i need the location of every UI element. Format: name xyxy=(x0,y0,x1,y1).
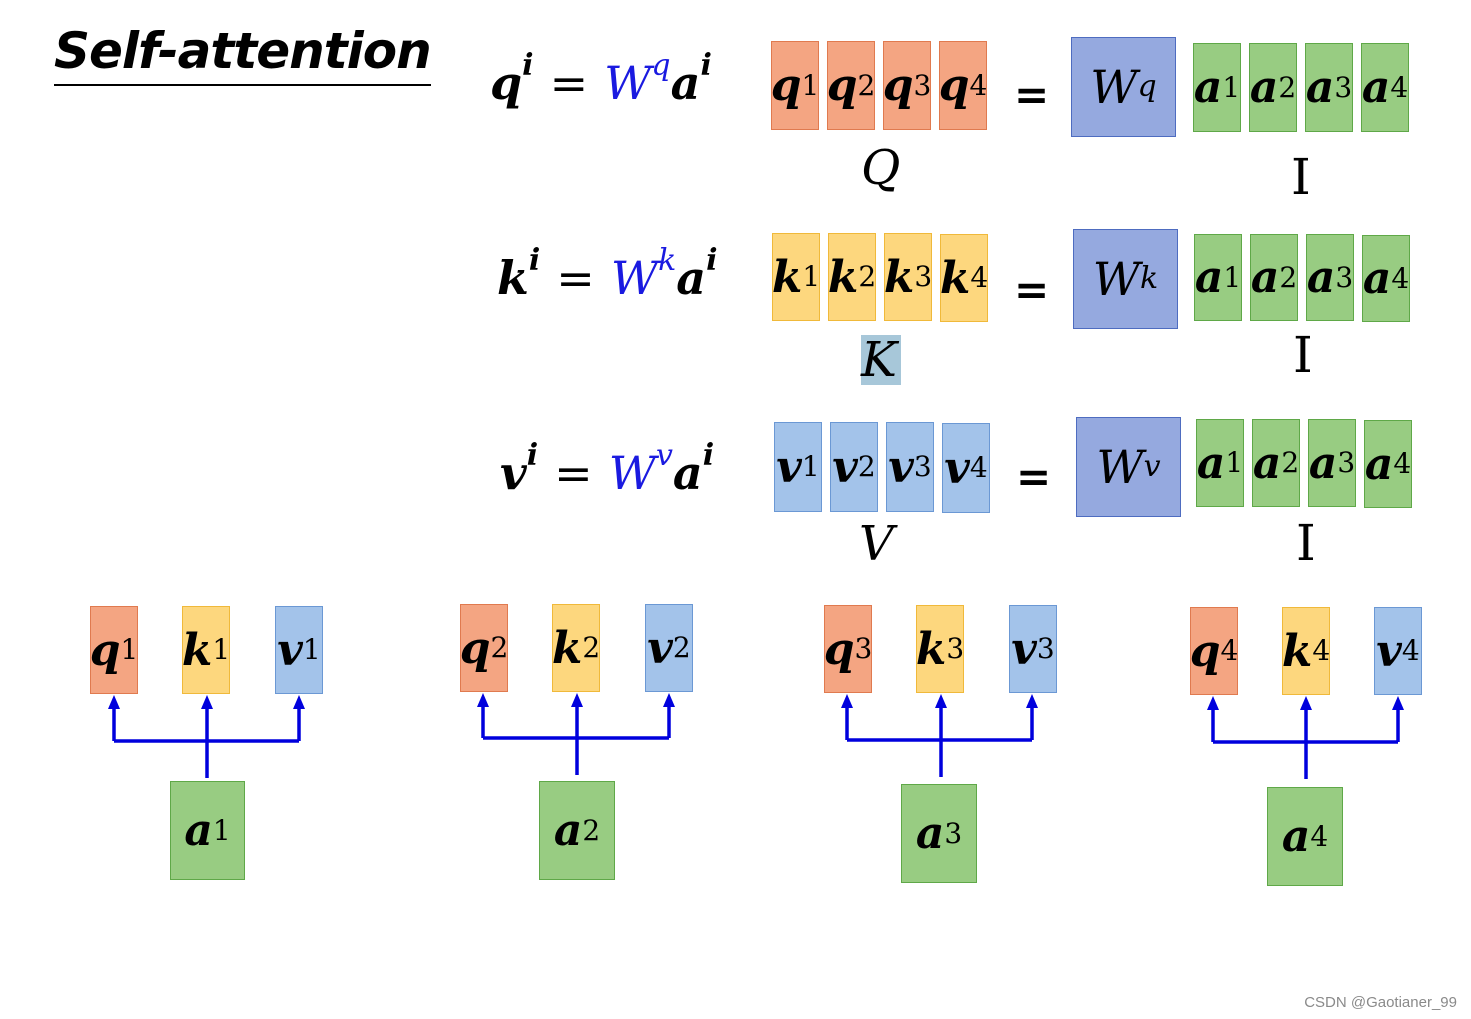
watermark: CSDN @Gaotianer_99 xyxy=(1304,994,1457,1011)
input-label: I xyxy=(1291,148,1311,206)
arrowhead xyxy=(1026,694,1038,708)
eq-rhs-symbol: a xyxy=(676,251,707,305)
eq-lhs-sup: i xyxy=(528,243,541,278)
equation-key: ki=Wkai xyxy=(497,246,718,306)
matrix-label-k: K xyxy=(861,335,901,385)
arrowhead xyxy=(293,695,305,709)
eq-rhs-symbol: a xyxy=(670,56,701,110)
eq-weight-symbol: W xyxy=(610,251,659,305)
page-title: Self-attention xyxy=(54,18,432,86)
arrowhead xyxy=(1300,696,1312,710)
matrix-equals: = xyxy=(1014,70,1050,119)
eq-lhs-symbol: k xyxy=(497,251,529,305)
eq-rhs-symbol: a xyxy=(672,446,703,500)
input-label: I xyxy=(1296,514,1316,572)
eq-rhs-sup: i xyxy=(702,438,715,473)
arrowhead xyxy=(1392,696,1404,710)
equation-query: qi=Wqai xyxy=(490,51,712,111)
matrix-label-q: Q xyxy=(861,140,901,196)
arrowhead xyxy=(935,694,947,708)
eq-lhs-sup: i xyxy=(522,48,534,83)
eq-weight-symbol: W xyxy=(604,56,652,110)
matrix-equals: = xyxy=(1014,265,1050,314)
matrix-equals: = xyxy=(1016,452,1052,501)
eq-lhs-sup: i xyxy=(526,438,539,473)
arrowhead xyxy=(663,693,675,707)
matrix-label-v: V xyxy=(859,516,894,572)
eq-weight-sup: v xyxy=(655,438,673,473)
eq-rhs-sup: i xyxy=(706,243,718,278)
eq-lhs-symbol: q xyxy=(490,56,523,110)
eq-weight-sup: k xyxy=(658,243,677,278)
arrowhead xyxy=(841,694,853,708)
arrow-group-1 xyxy=(112,705,301,778)
eq-weight-sup: q xyxy=(651,48,671,83)
eq-equals: = xyxy=(554,446,593,500)
arrowhead xyxy=(201,695,213,709)
equation-value: vi=Wvai xyxy=(500,441,714,501)
arrowhead xyxy=(571,693,583,707)
arrow-group-3 xyxy=(845,704,1034,777)
arrowhead xyxy=(1207,696,1219,710)
arrowhead xyxy=(477,693,489,707)
eq-lhs-symbol: v xyxy=(500,446,527,500)
eq-rhs-sup: i xyxy=(700,48,712,83)
arrow-group-4 xyxy=(1211,706,1400,779)
eq-weight-symbol: W xyxy=(608,446,656,500)
eq-equals: = xyxy=(556,251,595,305)
arrowhead xyxy=(108,695,120,709)
arrow-group-2 xyxy=(481,703,671,775)
eq-equals: = xyxy=(549,56,589,110)
input-label: I xyxy=(1293,326,1313,384)
